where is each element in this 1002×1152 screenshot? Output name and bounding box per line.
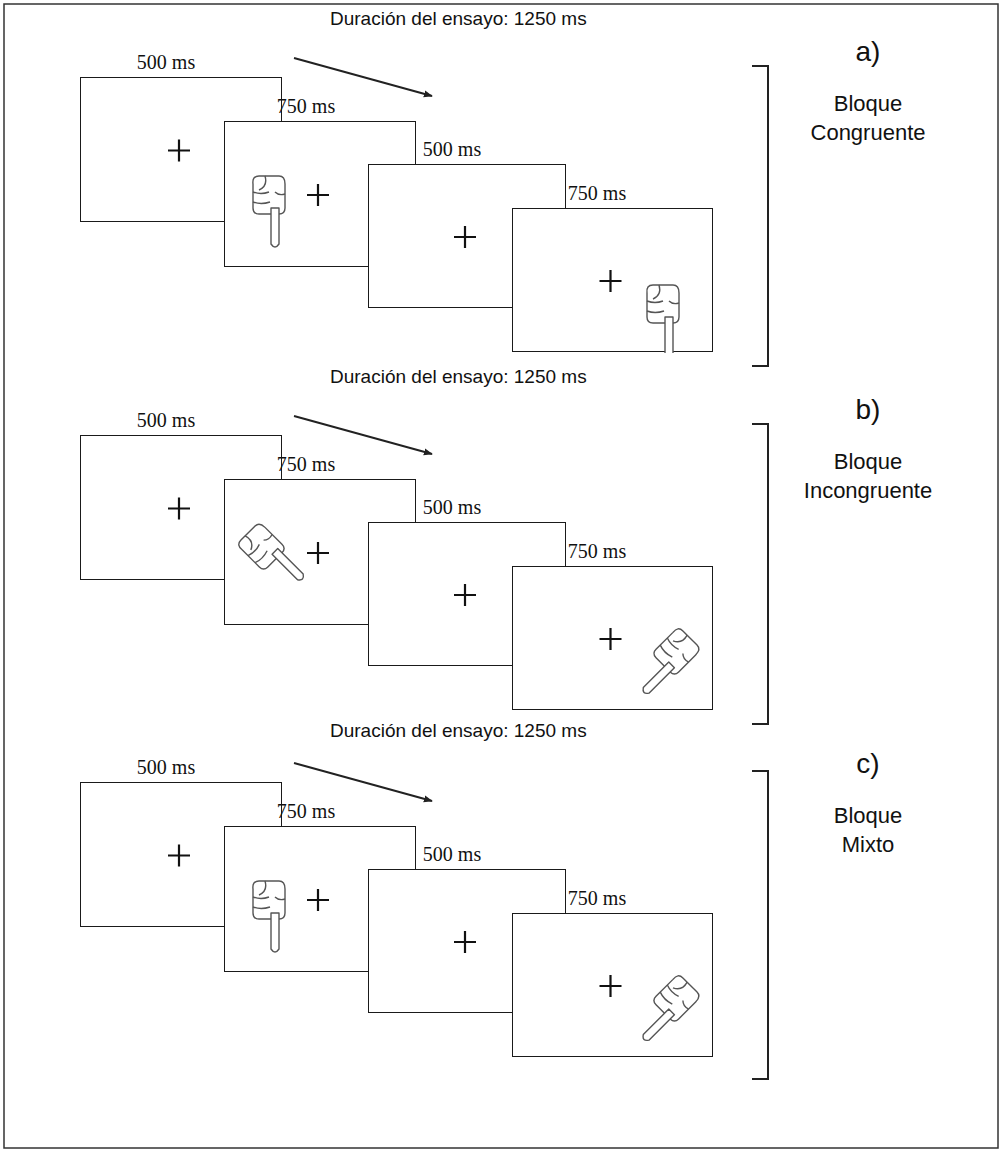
block-name: Bloque Congruente (811, 90, 926, 147)
hand-stroke (237, 522, 287, 572)
fixation-cross (454, 584, 476, 606)
duration-label: 750 ms (568, 887, 626, 910)
fixation-cross (307, 184, 329, 206)
hand-stroke (659, 974, 701, 1016)
block-name: Bloque Incongruente (804, 448, 932, 505)
hand-icon (237, 522, 310, 595)
hand-stroke (271, 913, 279, 952)
block-letter: b) (856, 394, 881, 426)
hand-stroke (253, 881, 285, 909)
fixation-cross (168, 498, 190, 520)
block-letter: a) (856, 36, 881, 68)
duration-label: 500 ms (423, 138, 481, 161)
hand-stroke (253, 176, 285, 214)
hand-stroke (652, 974, 702, 1024)
block-name: Bloque Mixto (834, 802, 903, 859)
trial-duration: Duración del ensayo: 1250 ms (330, 8, 587, 30)
fixation-cross (454, 226, 476, 248)
fixation-cross (600, 628, 622, 650)
duration-label: 750 ms (277, 800, 335, 823)
frame-art (513, 209, 714, 353)
trial-duration: Duración del ensayo: 1250 ms (330, 366, 587, 388)
fixation-cross (454, 931, 476, 953)
hand-icon (253, 881, 285, 952)
time-arrow (294, 763, 432, 801)
hand-stroke (272, 549, 305, 582)
hand-stroke (665, 317, 673, 353)
duration-label: 500 ms (423, 496, 481, 519)
duration-label: 500 ms (137, 756, 195, 779)
hand-stroke (237, 522, 279, 564)
fixation-cross (307, 889, 329, 911)
hand-stroke (641, 1009, 674, 1042)
duration-label: 500 ms (423, 843, 481, 866)
hand-icon (647, 285, 679, 353)
hand-stroke (647, 285, 679, 313)
frame-art (513, 567, 714, 711)
duration-label: 500 ms (137, 51, 195, 74)
hand-stroke (659, 627, 701, 669)
fixation-cross (168, 845, 190, 867)
stimulus-frame: 750 ms (512, 913, 713, 1057)
hand-stroke (641, 662, 674, 695)
duration-label: 750 ms (277, 95, 335, 118)
outer-border (4, 4, 998, 1148)
hand-stroke (253, 176, 285, 204)
time-arrow (294, 416, 432, 454)
fixation-cross (600, 270, 622, 292)
hand-icon (628, 974, 701, 1047)
fixation-cross (168, 140, 190, 162)
bracket (752, 66, 768, 366)
stimulus-frame: 750 ms (512, 208, 713, 352)
stimulus-frame: 750 ms (512, 566, 713, 710)
time-arrow (294, 58, 432, 96)
hand-stroke (271, 208, 279, 247)
hand-stroke (647, 285, 679, 323)
hand-icon (253, 176, 285, 247)
hand-icon (628, 627, 701, 700)
fixation-cross (307, 542, 329, 564)
duration-label: 750 ms (568, 540, 626, 563)
trial-duration: Duración del ensayo: 1250 ms (330, 720, 587, 742)
bracket (752, 771, 768, 1079)
frame-art (513, 914, 714, 1058)
hand-stroke (652, 627, 702, 677)
hand-stroke (253, 881, 285, 919)
duration-label: 750 ms (277, 453, 335, 476)
block-letter: c) (856, 748, 879, 780)
duration-label: 500 ms (137, 409, 195, 432)
bracket (752, 424, 768, 724)
duration-label: 750 ms (568, 182, 626, 205)
fixation-cross (600, 975, 622, 997)
